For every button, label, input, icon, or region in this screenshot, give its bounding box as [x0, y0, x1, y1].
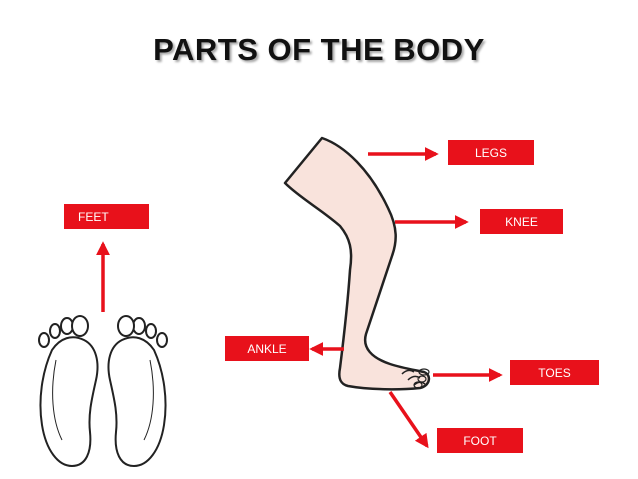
label-toes: TOES	[510, 360, 599, 385]
pointer-arrows	[96, 147, 503, 449]
label-knee: KNEE	[480, 209, 563, 234]
label-legs: LEGS	[448, 140, 534, 165]
leg-illustration	[283, 136, 431, 391]
arrow-foot	[388, 391, 429, 449]
label-ankle: ANKLE	[225, 336, 309, 361]
feet-illustration	[38, 315, 168, 468]
label-feet: FEET	[64, 204, 149, 229]
page-title: PARTS OF THE BODY	[153, 32, 485, 67]
label-foot: FOOT	[437, 428, 523, 453]
